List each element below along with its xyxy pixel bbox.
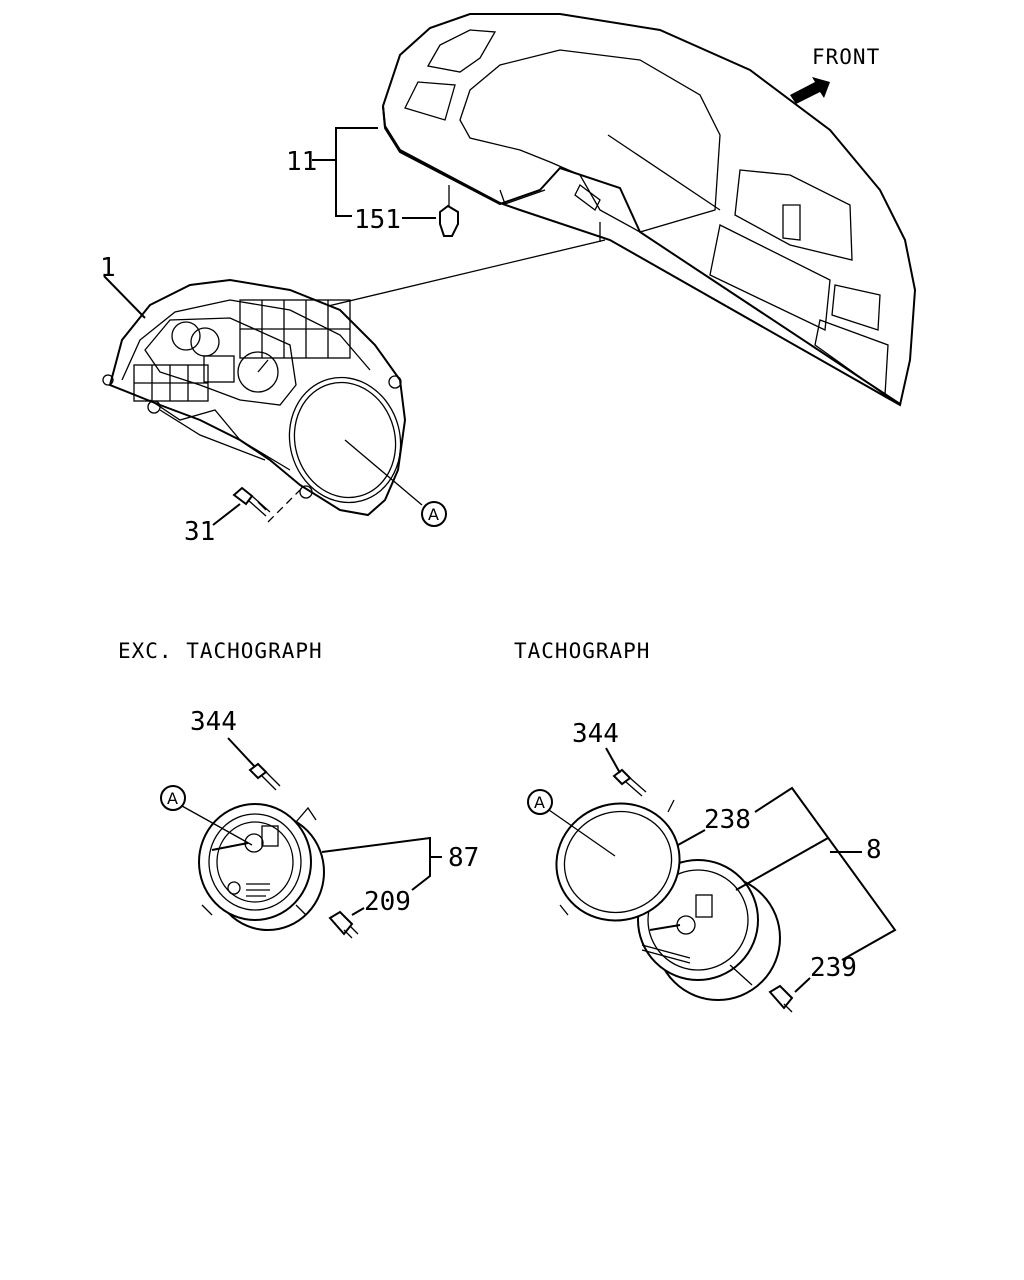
ref-a-right-letter: A bbox=[534, 793, 545, 812]
ref-a-left-letter: A bbox=[167, 789, 178, 808]
callout-344-left: 344 bbox=[190, 707, 237, 737]
callout-bracket-11 bbox=[312, 127, 436, 219]
callout-11: 11 bbox=[286, 147, 317, 177]
leader-209 bbox=[351, 907, 365, 916]
instrument-panel-cover bbox=[381, 13, 917, 407]
ref-a-top-letter: A bbox=[428, 505, 439, 524]
callout-344-right: 344 bbox=[572, 719, 619, 749]
callout-151: 151 bbox=[354, 205, 401, 235]
bulb-209-icon bbox=[328, 910, 359, 939]
lens-cover-238 bbox=[555, 799, 681, 922]
front-arrow-icon bbox=[790, 77, 830, 104]
leader-344-left bbox=[227, 737, 256, 768]
screw-31-icon bbox=[232, 486, 301, 523]
callout-8: 8 bbox=[866, 835, 882, 865]
callout-bracket-87 bbox=[321, 836, 442, 891]
leader-31 bbox=[212, 503, 241, 526]
callout-238: 238 bbox=[704, 805, 751, 835]
ref-a-right: A bbox=[527, 789, 616, 857]
callout-87: 87 bbox=[448, 843, 479, 873]
callout-1: 1 bbox=[100, 253, 116, 283]
leader-239 bbox=[794, 977, 811, 993]
callout-239: 239 bbox=[810, 953, 857, 983]
ref-a-top: A bbox=[421, 501, 447, 527]
screw-344-left-icon bbox=[248, 762, 281, 791]
meter-assembly bbox=[102, 278, 423, 517]
clip-icon bbox=[439, 185, 459, 237]
caption-tachograph: TACHOGRAPH bbox=[514, 639, 650, 663]
leader-344-right bbox=[605, 747, 621, 774]
callout-209: 209 bbox=[364, 887, 411, 917]
speedometer-exc bbox=[198, 803, 325, 931]
callout-bracket-8 bbox=[677, 786, 897, 961]
front-indicator: FRONT bbox=[790, 45, 880, 104]
caption-exc-tachograph: EXC. TACHOGRAPH bbox=[118, 639, 323, 663]
screw-344-right-icon bbox=[612, 768, 647, 797]
bulb-239-icon bbox=[768, 984, 794, 1013]
leader-1 bbox=[103, 275, 146, 319]
ref-a-left: A bbox=[160, 785, 253, 846]
front-label: FRONT bbox=[812, 45, 880, 69]
callout-31: 31 bbox=[184, 517, 215, 547]
